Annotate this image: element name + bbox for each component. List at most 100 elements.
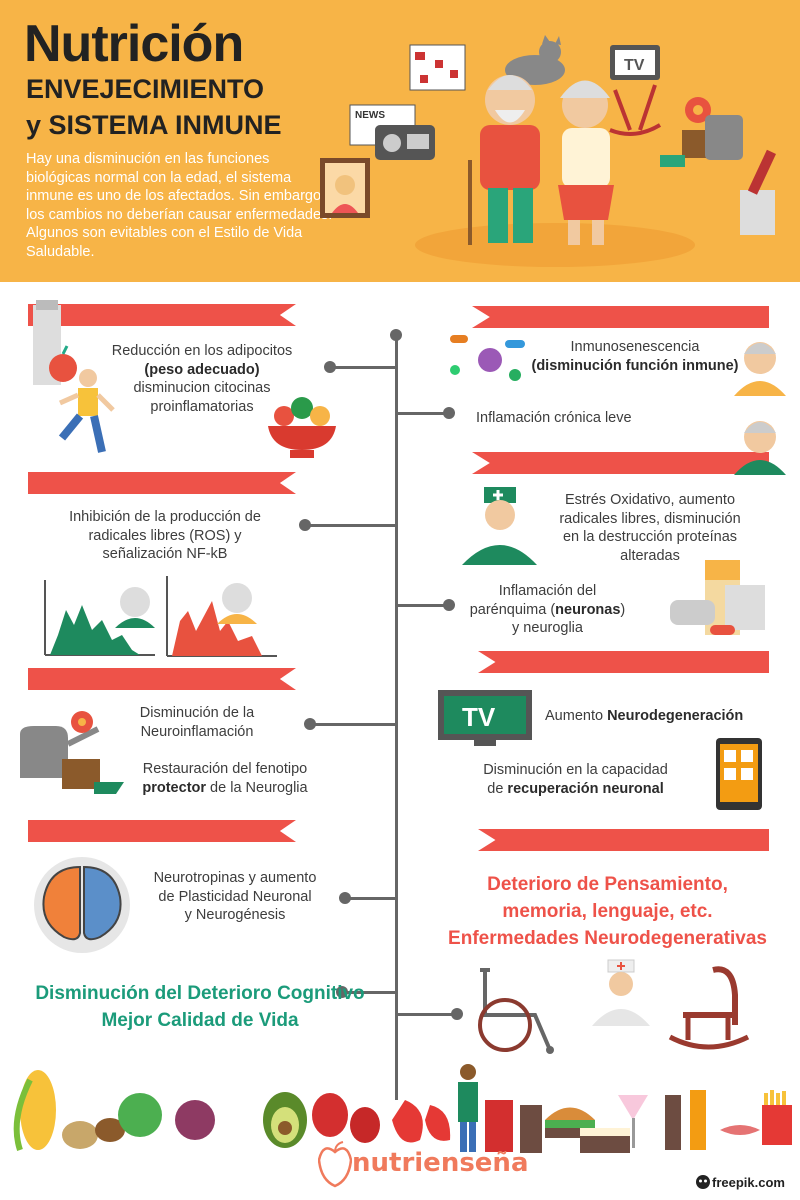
- svg-text:TV: TV: [624, 57, 645, 74]
- elderly-woman-icon: [734, 342, 786, 396]
- connector-line: [342, 991, 396, 994]
- text-line: de Plasticidad Neuronal: [158, 888, 312, 905]
- peppers-icon: [312, 1093, 380, 1143]
- right-item-immunosenescence: Inmunosenescencia (disminución función i…: [520, 338, 750, 375]
- bold-text: recuperación neuronal: [507, 780, 664, 797]
- drink-cup-icon: [520, 1105, 542, 1153]
- text-line-mixed: de recuperación neuronal: [468, 780, 683, 799]
- bold-text: (disminución función inmune): [531, 357, 739, 374]
- man-standing-icon: [458, 1064, 478, 1152]
- right-result: Deterioro de Pensamiento, memoria, lengu…: [420, 871, 795, 952]
- text-line: Inhibición de la producción de: [69, 509, 261, 525]
- text-span: de la Neuroglia: [206, 779, 308, 796]
- cake-icon: [580, 1128, 630, 1153]
- brain-icon: [34, 857, 130, 953]
- right-item-parenchyma: Inflamación del parénquima (neuronas) y …: [455, 582, 640, 638]
- nutriensena-logo-icon: [318, 1141, 352, 1188]
- connector-line: [396, 1013, 456, 1016]
- ribbon: [28, 304, 296, 326]
- page-subtitle-line1: ENVEJECIMIENTO: [26, 74, 265, 104]
- connector-dot: [451, 1008, 463, 1020]
- ribbon: [28, 820, 296, 842]
- connector-line: [396, 604, 448, 607]
- connector-dot: [304, 718, 316, 730]
- soda-can-icon: [485, 1100, 513, 1152]
- old-man-icon: [468, 75, 540, 245]
- text-line: Inflamación del: [498, 583, 597, 599]
- timeline-spine: [395, 335, 398, 1100]
- ribbon: [28, 472, 296, 494]
- text-line: Disminución en la capacidad: [483, 762, 668, 778]
- bold-text: protector: [142, 779, 207, 796]
- wine-bucket-icon: [740, 149, 776, 235]
- connector-line: [310, 723, 396, 726]
- vegetable-bowl-icon: [268, 397, 336, 458]
- ribbon: [478, 651, 769, 673]
- tv-icon: TV: [438, 690, 532, 746]
- text-span: Aumento: [545, 708, 608, 724]
- left-item-ros: Inhibición de la producción de radicales…: [40, 508, 290, 564]
- onion-icon: [175, 1100, 215, 1140]
- left-item-neuroglia: Restauración del fenotipo protector de l…: [120, 760, 330, 797]
- svg-text:TV: TV: [462, 702, 496, 732]
- cocktail-icon: [618, 1095, 648, 1148]
- ribbon: [28, 668, 296, 690]
- nurse-icon: [462, 487, 537, 565]
- watering-can-flower-icon: [20, 711, 124, 794]
- ribbon: [472, 306, 769, 328]
- elderly-couple-illustration: TV NEWS: [320, 35, 776, 267]
- ribbon: [472, 452, 769, 474]
- text-line: Reducción en los adipocitos: [111, 343, 293, 359]
- text-line: Restauración del fenotipo: [142, 761, 308, 777]
- text-line: en la destrucción proteínas: [562, 529, 738, 545]
- text-line: proinflamatorias: [150, 398, 254, 415]
- result-line: memoria, lenguaje, etc.: [502, 901, 713, 922]
- ribbon: [478, 829, 769, 851]
- page-title: Nutrición: [24, 15, 244, 73]
- left-item-neurotrophins: Neurotropinas y aumento de Plasticidad N…: [130, 869, 340, 925]
- connector-dot: [339, 892, 351, 904]
- wheelchair-icon: [478, 968, 554, 1054]
- left-result: Disminución del Deterioro Cognitivo Mejo…: [10, 980, 390, 1034]
- text-line: radicales libres (ROS) y: [88, 527, 242, 544]
- old-woman-icon: [558, 80, 614, 245]
- text-line-mixed: parénquima (neuronas): [455, 601, 640, 620]
- text-line: Inflamación crónica leve: [476, 410, 632, 426]
- connector-dot: [324, 361, 336, 373]
- right-item-neuronal-recovery: Disminución en la capacidad de recuperac…: [468, 761, 683, 798]
- text-line: y Neurogénesis: [184, 907, 286, 923]
- text-span: parénquima (: [469, 601, 556, 618]
- bacteria-icon: [450, 335, 525, 381]
- svg-text:NEWS: NEWS: [355, 110, 385, 121]
- text-line: Disminución de la: [139, 705, 255, 721]
- right-item-chronic-inflammation: Inflamación crónica leve: [476, 409, 696, 428]
- brand-name: nutrienseña: [352, 1148, 529, 1178]
- portrait-frame-icon: [320, 158, 370, 218]
- credit-text: freepik.com: [712, 1175, 785, 1190]
- connector-dot: [336, 986, 348, 998]
- crossword-icon: [409, 44, 466, 91]
- red-chart-icon: [166, 576, 277, 657]
- timeline-dot: [390, 329, 402, 341]
- left-item-adipocytes: Reducción en los adipocitos (peso adecua…: [82, 342, 322, 416]
- left-item-neuroinflammation: Disminución de la Neuroinflamación: [112, 704, 282, 741]
- header-banner: Nutrición ENVEJECIMIENTO y SISTEMA INMUN…: [0, 0, 800, 282]
- bacon-icon: [720, 1125, 760, 1135]
- freepik-logo-icon: [696, 1175, 710, 1189]
- text-span: ): [620, 601, 626, 618]
- medicine-bottles-icon: [670, 560, 765, 635]
- green-chart-icon: [44, 580, 155, 656]
- elderly-man-icon: [734, 421, 786, 475]
- nuts-icon: [62, 1118, 125, 1149]
- nurse-female-icon: [592, 959, 650, 1026]
- right-item-oxidative-stress: Estrés Oxidativo, aumento radicales libr…: [535, 491, 765, 565]
- text-line: radicales libres, disminución: [559, 510, 741, 527]
- fries-icon: [762, 1090, 792, 1145]
- page-subtitle-line2: y SISTEMA INMUNE: [26, 110, 282, 140]
- text-line: disminucion citocinas: [133, 380, 271, 396]
- bold-text: (peso adecuado): [144, 361, 260, 378]
- text-line: Neuroinflamación: [140, 723, 254, 740]
- food-illustration-band: [13, 1064, 792, 1153]
- connector-dot: [299, 519, 311, 531]
